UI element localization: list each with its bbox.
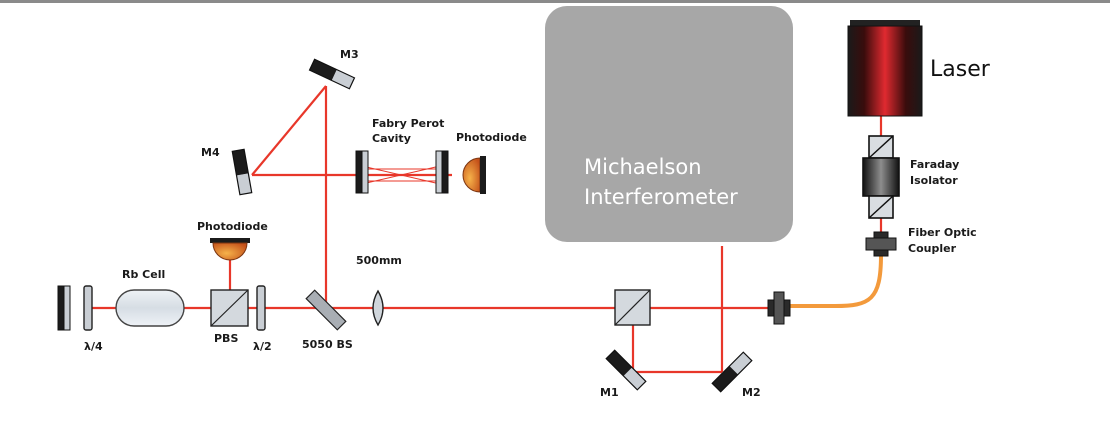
photodiode-cavity xyxy=(462,156,486,194)
photodiode-cavity-label: Photodiode xyxy=(456,131,527,144)
cavity-internal-beams xyxy=(361,165,441,185)
lens-label: 500mm xyxy=(356,254,402,267)
optical-fiber xyxy=(783,254,883,308)
rb-cell-label: Rb Cell xyxy=(122,268,165,281)
end-mirror xyxy=(57,285,71,331)
rb-cell xyxy=(115,289,185,327)
mirror-m1-label: M1 xyxy=(600,386,619,399)
michelson-beamsplitter xyxy=(614,289,651,326)
fiber-coupler xyxy=(865,231,897,257)
interferometer-label-line1: Michaelson xyxy=(584,155,702,179)
laser-label: Laser xyxy=(930,57,991,82)
fabry-perot-label-line2: Cavity xyxy=(372,132,411,145)
mirror-m4-label: M4 xyxy=(201,146,220,159)
fabry-perot-cavity xyxy=(355,150,449,194)
photodiode-pbs xyxy=(210,238,250,261)
half-wave-plate xyxy=(256,285,266,331)
mirror-m2 xyxy=(711,351,753,393)
polarizing-beam-splitter xyxy=(210,289,249,327)
beam-splitter-5050 xyxy=(305,289,347,331)
laser xyxy=(847,20,923,117)
pbs-label: PBS xyxy=(214,332,238,345)
fiber-coupler-label-line1: Fiber Optic xyxy=(908,226,977,239)
quarter-wave-plate xyxy=(83,285,93,331)
mirror-m3-label: M3 xyxy=(340,48,359,61)
interferometer-box xyxy=(545,6,793,242)
mirror-m4 xyxy=(231,148,253,196)
half-wave-plate-label: λ/2 xyxy=(253,340,272,353)
faraday-isolator xyxy=(862,135,900,219)
window-frame-edge xyxy=(0,0,1110,3)
faraday-isolator-label-line1: Faraday xyxy=(910,158,959,171)
beam-splitter-label: 5050 BS xyxy=(302,338,353,351)
fiber-coupler-label-line2: Coupler xyxy=(908,242,957,255)
interferometer-label-line2: Interferometer xyxy=(584,185,738,209)
lens-500mm xyxy=(372,289,384,327)
mirror-m3 xyxy=(308,58,356,90)
faraday-isolator-label-line2: Isolator xyxy=(910,174,958,187)
photodiode-pbs-label: Photodiode xyxy=(197,220,268,233)
fabry-perot-label-line1: Fabry Perot xyxy=(372,117,444,130)
mirror-m1 xyxy=(605,349,647,391)
quarter-wave-plate-label: λ/4 xyxy=(84,340,103,353)
m3-to-m4-beam xyxy=(251,85,327,176)
fiber-launch-coupler xyxy=(767,291,791,325)
mirror-m2-label: M2 xyxy=(742,386,761,399)
